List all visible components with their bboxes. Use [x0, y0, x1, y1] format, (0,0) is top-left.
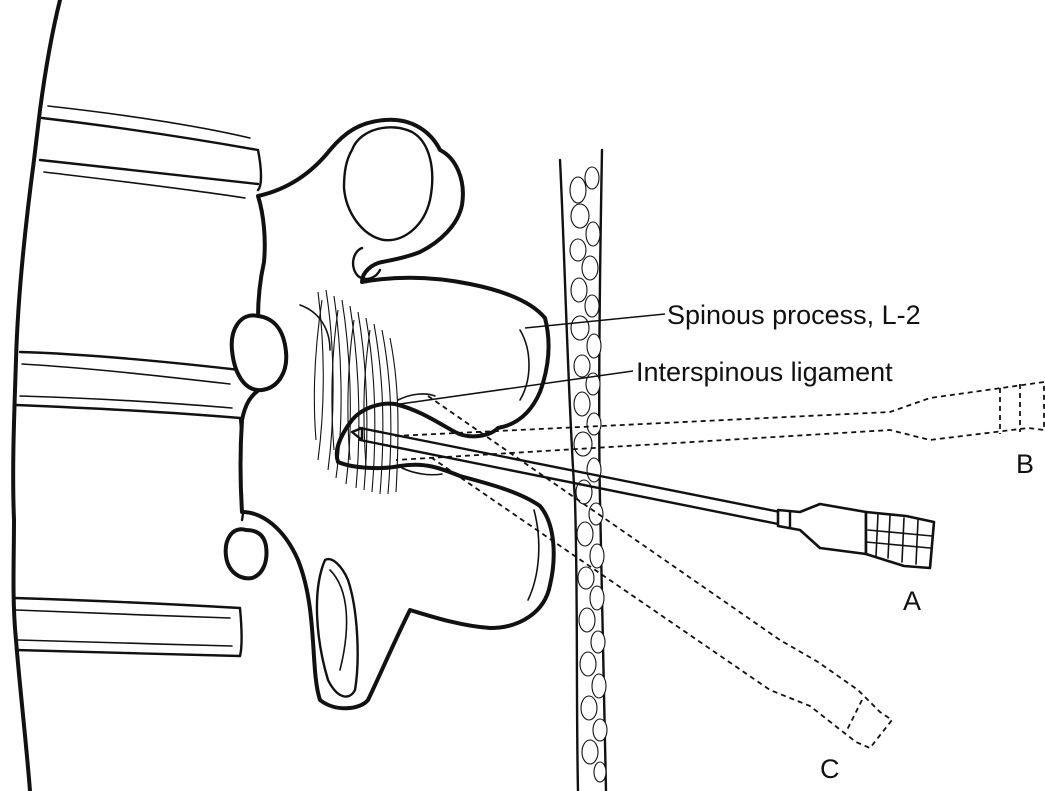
label-spinous-process: Spinous process, L-2: [667, 300, 921, 330]
label-needle-c: C: [820, 754, 840, 784]
needle-b-dashed: [394, 381, 1045, 461]
label-needle-a: A: [903, 586, 921, 616]
interspinous-ligament: [313, 289, 399, 495]
skin-layer: [558, 148, 608, 791]
vertebral-column: [11, 0, 263, 791]
label-interspinous-ligament: Interspinous ligament: [636, 357, 893, 387]
leader-spinous-process: [524, 313, 666, 329]
leader-interspinous-ligament: [399, 370, 634, 405]
needle-c-dashed: [427, 395, 893, 749]
needle-a: [350, 426, 936, 570]
vertebral-arch: [223, 117, 556, 711]
label-needle-b: B: [1016, 449, 1034, 479]
